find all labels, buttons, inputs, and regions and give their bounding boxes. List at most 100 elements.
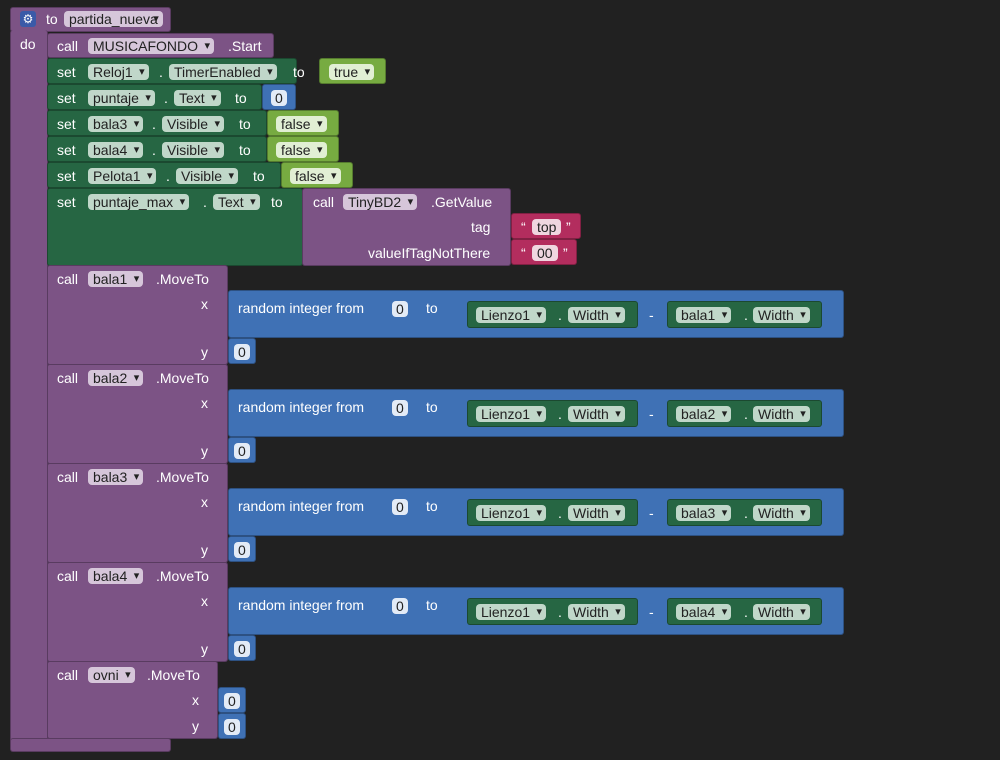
component-dropdown[interactable]: bala3 bbox=[676, 505, 732, 521]
property-dropdown[interactable]: Visible bbox=[162, 116, 224, 132]
true-block[interactable]: true bbox=[319, 58, 386, 84]
property-dropdown[interactable]: Visible bbox=[176, 168, 238, 184]
text-string-block[interactable]: “ 00 ” bbox=[511, 239, 577, 265]
component-dropdown[interactable]: puntaje bbox=[88, 90, 155, 106]
boolean-dropdown[interactable]: false bbox=[276, 142, 327, 158]
minus-operator: - bbox=[649, 307, 654, 323]
component-dropdown[interactable]: bala4 bbox=[88, 568, 144, 584]
procedure-spine[interactable] bbox=[10, 30, 48, 746]
number-block[interactable]: 0 bbox=[218, 713, 246, 739]
false-block[interactable]: false bbox=[267, 110, 339, 136]
number-block[interactable]: 0 bbox=[262, 84, 296, 110]
dot-separator: . bbox=[159, 64, 163, 80]
number-field[interactable]: 0 bbox=[224, 719, 240, 735]
property-dropdown[interactable]: Width bbox=[568, 604, 625, 620]
set-keyword: set bbox=[57, 142, 76, 158]
close-quote: ” bbox=[563, 245, 568, 261]
component-dropdown[interactable]: Lienzo1 bbox=[476, 505, 547, 521]
from-number-field[interactable]: 0 bbox=[392, 400, 408, 416]
text-string-block[interactable]: “ top ” bbox=[511, 213, 581, 239]
property-dropdown[interactable]: Width bbox=[568, 307, 625, 323]
canvas-width-getter-block[interactable]: Lienzo1.Width bbox=[467, 499, 638, 526]
bala-width-getter-block[interactable]: bala4.Width bbox=[667, 598, 822, 625]
component-dropdown[interactable]: bala1 bbox=[676, 307, 732, 323]
property-dropdown[interactable]: Width bbox=[753, 505, 810, 521]
bala-width-getter-block[interactable]: bala3.Width bbox=[667, 499, 822, 526]
boolean-dropdown[interactable]: false bbox=[276, 116, 327, 132]
false-block[interactable]: false bbox=[267, 136, 339, 162]
component-dropdown[interactable]: bala3 bbox=[88, 116, 144, 132]
gear-icon[interactable]: ⚙ bbox=[20, 11, 36, 27]
number-block[interactable]: 0 bbox=[218, 687, 246, 713]
canvas-width-getter-block[interactable]: Lienzo1.Width bbox=[467, 598, 638, 625]
number-field[interactable]: 0 bbox=[234, 641, 250, 657]
component-dropdown[interactable]: Reloj1 bbox=[88, 64, 149, 80]
component-dropdown[interactable]: Lienzo1 bbox=[476, 604, 547, 620]
set-pelota1-visible-block[interactable]: set Pelota1 . Visible to bbox=[47, 162, 281, 188]
text-field[interactable]: top bbox=[532, 219, 562, 235]
property-dropdown[interactable]: Text bbox=[174, 90, 221, 106]
component-dropdown[interactable]: MUSICAFONDO bbox=[88, 38, 214, 54]
number-field[interactable]: 0 bbox=[271, 90, 287, 106]
set-bala3-visible-block[interactable]: set bala3 . Visible to bbox=[47, 110, 267, 136]
component-dropdown[interactable]: bala2 bbox=[88, 370, 144, 386]
from-number-field[interactable]: 0 bbox=[392, 598, 408, 614]
y-number-block[interactable]: 0 bbox=[228, 536, 256, 562]
component-dropdown[interactable]: puntaje_max bbox=[88, 194, 190, 210]
component-dropdown[interactable]: bala2 bbox=[676, 406, 732, 422]
number-field[interactable]: 0 bbox=[224, 693, 240, 709]
false-block[interactable]: false bbox=[281, 162, 353, 188]
set-reloj1-timerenabled-block[interactable]: set Reloj1 . TimerEnabled to bbox=[47, 58, 305, 84]
component-dropdown[interactable]: Lienzo1 bbox=[476, 406, 547, 422]
property-dropdown[interactable]: Width bbox=[568, 505, 625, 521]
text-field[interactable]: 00 bbox=[532, 245, 558, 261]
y-number-block[interactable]: 0 bbox=[228, 437, 256, 463]
component-dropdown[interactable]: Pelota1 bbox=[88, 168, 157, 184]
x-label: x bbox=[192, 692, 199, 708]
procedure-footer[interactable] bbox=[10, 738, 171, 752]
call-ovni-moveto-block[interactable]: call ovni .MoveTo x y bbox=[47, 661, 218, 739]
component-dropdown[interactable]: bala4 bbox=[88, 142, 144, 158]
y-number-block[interactable]: 0 bbox=[228, 635, 256, 661]
from-number-field[interactable]: 0 bbox=[392, 301, 408, 317]
property-dropdown[interactable]: Text bbox=[213, 194, 260, 210]
component-dropdown[interactable]: bala3 bbox=[88, 469, 144, 485]
set-bala4-visible-block[interactable]: set bala4 . Visible to bbox=[47, 136, 267, 162]
set-puntaje-text-block[interactable]: set puntaje . Text to bbox=[47, 84, 262, 110]
canvas-width-getter-block[interactable]: Lienzo1.Width bbox=[467, 400, 638, 427]
property-dropdown[interactable]: Width bbox=[753, 406, 810, 422]
from-number-field[interactable]: 0 bbox=[392, 499, 408, 515]
property-dropdown[interactable]: Visible bbox=[162, 142, 224, 158]
x-label: x bbox=[201, 296, 208, 312]
component-dropdown[interactable]: TinyBD2 bbox=[343, 194, 418, 210]
boolean-dropdown[interactable]: true bbox=[329, 64, 375, 80]
set-puntaje-max-text-block[interactable]: set puntaje_max . Text to bbox=[47, 188, 303, 266]
call-keyword: call bbox=[57, 667, 79, 683]
property-dropdown[interactable]: Width bbox=[753, 307, 810, 323]
default-label: valueIfTagNotThere bbox=[368, 245, 491, 261]
property-dropdown[interactable]: TimerEnabled bbox=[169, 64, 277, 80]
canvas-width-getter-block[interactable]: Lienzo1.Width bbox=[467, 301, 638, 328]
number-field[interactable]: 0 bbox=[234, 542, 250, 558]
number-field[interactable]: 0 bbox=[234, 443, 250, 459]
property-dropdown[interactable]: Width bbox=[568, 406, 625, 422]
call-keyword: call bbox=[57, 370, 79, 386]
call-musicafondo-start-block[interactable]: call MUSICAFONDO .Start bbox=[47, 33, 274, 58]
bala-width-getter-block[interactable]: bala1.Width bbox=[667, 301, 822, 328]
number-field[interactable]: 0 bbox=[234, 344, 250, 360]
call-tinybd2-getvalue-block[interactable]: call TinyBD2 .GetValue tag valueIfTagNot… bbox=[302, 188, 511, 266]
component-dropdown[interactable]: ovni bbox=[88, 667, 135, 683]
property-dropdown[interactable]: Width bbox=[753, 604, 810, 620]
component-dropdown[interactable]: bala4 bbox=[676, 604, 732, 620]
y-number-block[interactable]: 0 bbox=[228, 338, 256, 364]
to-keyword: to bbox=[426, 399, 438, 415]
boolean-dropdown[interactable]: false bbox=[290, 168, 341, 184]
component-dropdown[interactable]: bala1 bbox=[88, 271, 144, 287]
component-dropdown[interactable]: Lienzo1 bbox=[476, 307, 547, 323]
bala-width-getter-block[interactable]: bala2.Width bbox=[667, 400, 822, 427]
procedure-name-field[interactable]: partida_nueva bbox=[64, 11, 163, 27]
